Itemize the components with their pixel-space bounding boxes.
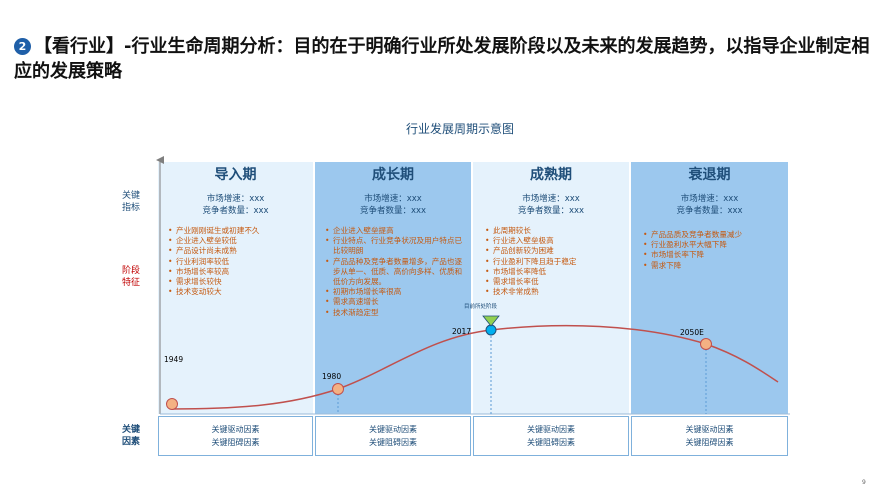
key-driver-text: 关键驱动因素 xyxy=(211,425,260,434)
stage-name: 衰退期 xyxy=(688,167,731,183)
stage-features-list: 产业刚刚诞生或初建不久 企业进入壁垒较低 产品设计尚未成熟 行业利润率较低 市场… xyxy=(168,226,308,298)
feature-item: 市场增长率降低 xyxy=(485,267,623,277)
milestone-marker-2050e xyxy=(700,338,712,350)
key-factors-box: 关键驱动因素 关键阻碍因素 xyxy=(158,416,313,456)
diagram-title: 行业发展周期示意图 xyxy=(405,122,514,136)
key-barrier-text: 关键阻碍因素 xyxy=(211,438,260,447)
key-barrier-text: 关键阻碍因素 xyxy=(685,438,734,447)
feature-item: 需求增长率低 xyxy=(485,277,623,287)
year-label-2017: 2017 xyxy=(452,327,472,336)
feature-item: 技术非常成熟 xyxy=(485,287,623,297)
competitor-count: 竞争者数量：xxx xyxy=(359,206,427,216)
feature-item: 产品品种及竞争者数量增多，产品也逐步从单一、低质、高价向多样、优质和低价方向发展… xyxy=(325,257,463,288)
feature-item: 行业进入壁垒极高 xyxy=(485,236,623,246)
year-label-1980: 1980 xyxy=(322,372,342,381)
current-stage-pointer-icon xyxy=(482,315,500,327)
milestone-marker-1980 xyxy=(332,383,344,395)
feature-item: 需求下降 xyxy=(643,261,783,271)
market-growth: 市场增速：xxx xyxy=(206,194,265,204)
slide-title: 2【看行业】-行业生命周期分析：目的在于明确行业所处发展阶段以及未来的发展趋势，… xyxy=(14,34,884,84)
feature-item: 企业进入壁垒提高 xyxy=(325,226,463,236)
feature-item: 市场增长率较高 xyxy=(168,267,308,277)
current-stage-label: 目前所处阶段 xyxy=(464,304,498,310)
stage-name: 成长期 xyxy=(372,167,414,183)
feature-item: 需求增长较快 xyxy=(168,277,308,287)
key-factors-box: 关键驱动因素 关键阻碍因素 xyxy=(315,416,471,456)
year-label-1949: 1949 xyxy=(164,355,184,364)
competitor-count: 竞争者数量：xxx xyxy=(517,206,585,216)
slide-title-text: 【看行业】-行业生命周期分析：目的在于明确行业所处发展阶段以及未来的发展趋势，以… xyxy=(14,36,870,82)
feature-item: 技术渐趋定型 xyxy=(325,308,463,318)
stage-column-growth: 成长期 市场增速：xxx 竞争者数量：xxx 企业进入壁垒提高 行业特点、行业竞… xyxy=(315,162,471,414)
key-driver-text: 关键驱动因素 xyxy=(527,425,575,434)
feature-item: 行业盈利水平大幅下降 xyxy=(643,240,783,250)
competitor-count: 竞争者数量：xxx xyxy=(202,206,269,216)
market-growth: 市场增速：xxx xyxy=(364,194,422,204)
lifecycle-curve xyxy=(171,324,779,410)
stage-features-list: 产品品质及竞争者数量减少 行业盈利水平大幅下降 市场增长率下降 需求下降 xyxy=(643,230,783,271)
feature-item: 行业特点、行业竞争状况及用户特点已比较明朗 xyxy=(325,236,463,256)
key-factors-box: 关键驱动因素 关键阻碍因素 xyxy=(473,416,629,456)
stage-features-label: 阶段 特征 xyxy=(121,266,140,288)
key-indicators-label: 关键 指标 xyxy=(121,191,140,213)
feature-item: 行业利润率较低 xyxy=(168,257,308,267)
feature-item: 此周期较长 xyxy=(485,226,623,236)
competitor-count: 竞争者数量：xxx xyxy=(676,206,743,216)
stage-name: 导入期 xyxy=(214,167,257,183)
milestone-marker-1949 xyxy=(166,398,178,410)
key-barrier-text: 关键阻碍因素 xyxy=(527,438,575,447)
key-driver-text: 关键驱动因素 xyxy=(369,425,417,434)
stage-features-list: 企业进入壁垒提高 行业特点、行业竞争状况及用户特点已比较明朗 产品品种及竞争者数… xyxy=(325,226,463,318)
stage-name: 成熟期 xyxy=(530,167,572,183)
feature-item: 初期市场增长率很高 xyxy=(325,287,463,297)
key-driver-text: 关键驱动因素 xyxy=(685,425,734,434)
feature-item: 企业进入壁垒较低 xyxy=(168,236,308,246)
stage-features-list: 此周期较长 行业进入壁垒极高 产品创新较为困难 行业盈利下降且趋于稳定 市场增长… xyxy=(485,226,623,298)
stage-column-introduction: 导入期 市场增速：xxx 竞争者数量：xxx 产业刚刚诞生或初建不久 企业进入壁… xyxy=(158,162,313,414)
key-barrier-text: 关键阻碍因素 xyxy=(369,438,417,447)
feature-item: 技术变动较大 xyxy=(168,287,308,297)
page-number: 9 xyxy=(862,479,866,486)
feature-item: 产品创新较为困难 xyxy=(485,246,623,256)
key-factors-box: 关键驱动因素 关键阻碍因素 xyxy=(631,416,788,456)
year-label-2050e: 2050E xyxy=(680,328,704,337)
market-growth: 市场增速：xxx xyxy=(680,194,739,204)
feature-item: 产业刚刚诞生或初建不久 xyxy=(168,226,308,236)
feature-item: 行业盈利下降且趋于稳定 xyxy=(485,257,623,267)
key-factors-label: 关键 因素 xyxy=(121,425,140,447)
feature-item: 需求高速增长 xyxy=(325,297,463,307)
feature-item: 市场增长率下降 xyxy=(643,250,783,260)
market-growth: 市场增速：xxx xyxy=(522,194,580,204)
feature-item: 产品设计尚未成熟 xyxy=(168,246,308,256)
stage-column-maturity: 成熟期 市场增速：xxx 竞争者数量：xxx 此周期较长 行业进入壁垒极高 产品… xyxy=(473,162,629,414)
feature-item: 产品品质及竞争者数量减少 xyxy=(643,230,783,240)
section-number-badge: 2 xyxy=(14,38,31,55)
